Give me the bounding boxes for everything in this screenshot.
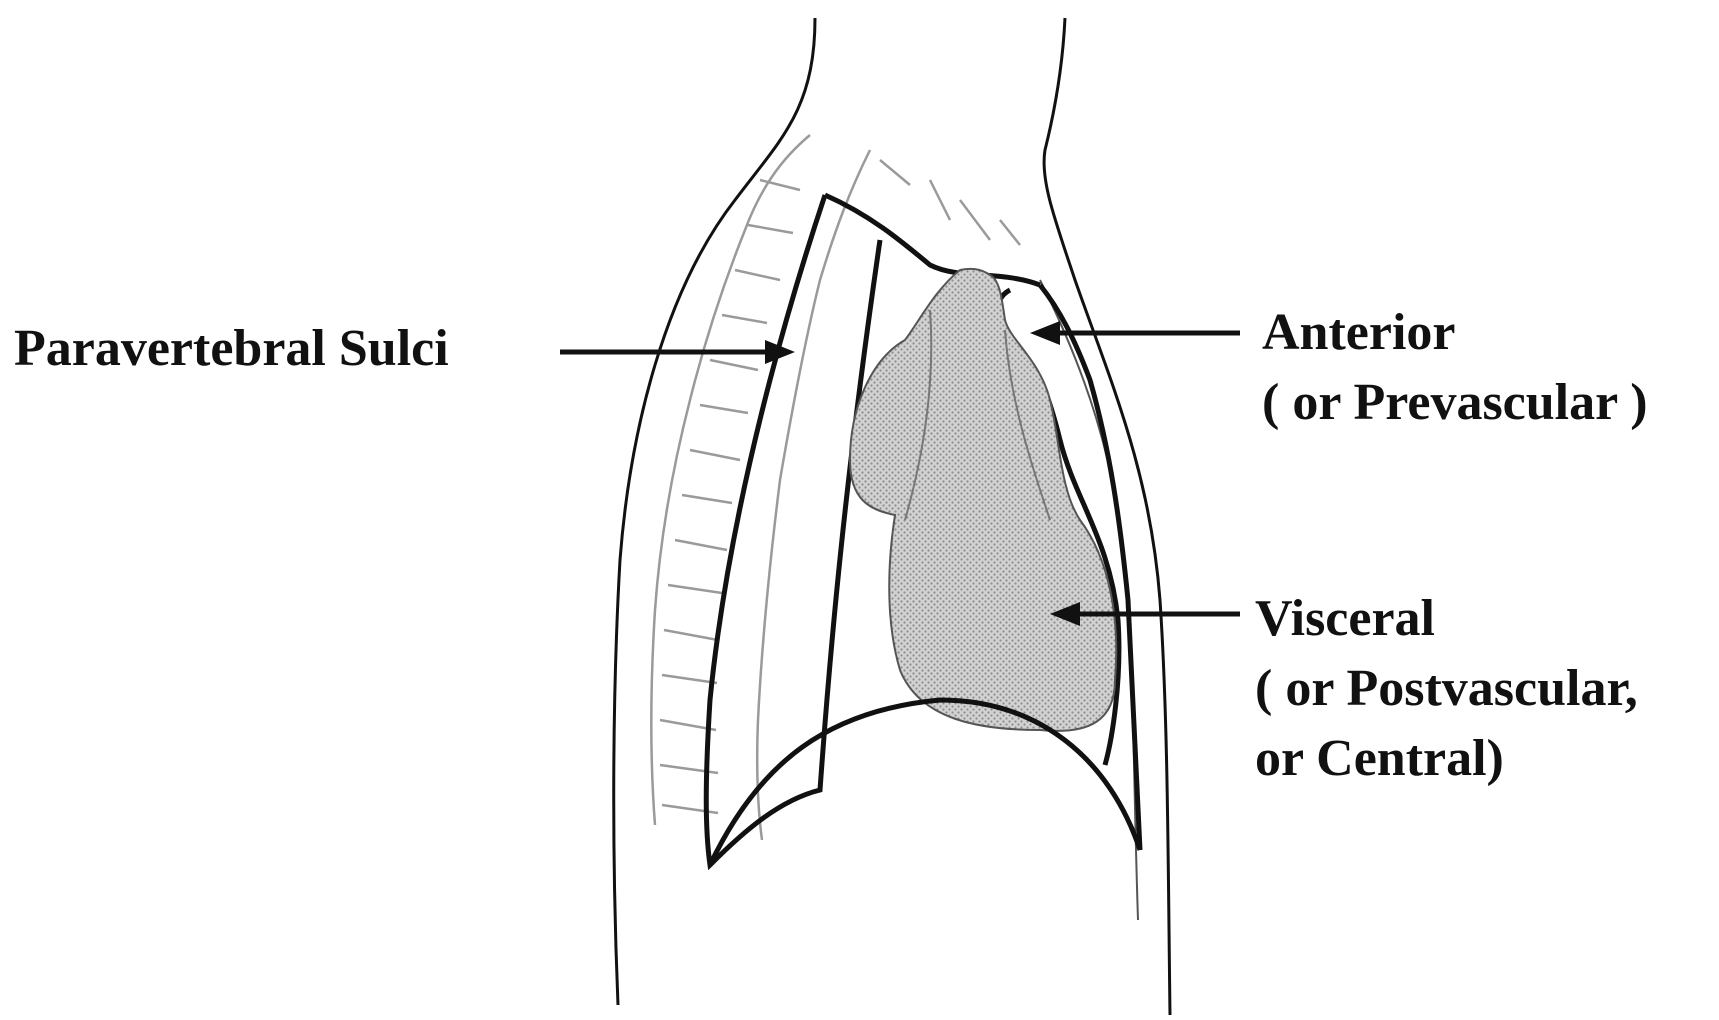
paravertebral-outline — [706, 195, 880, 865]
arrow-paravertebral — [560, 340, 795, 364]
heart-shape — [850, 269, 1116, 731]
label-anterior-line1: Anterior — [1262, 298, 1648, 368]
arrow-visceral — [1050, 602, 1240, 626]
thoracic-inlet-line — [825, 195, 1040, 285]
label-paravertebral-sulci: Paravertebral Sulci — [14, 314, 449, 384]
label-visceral: Visceral ( or Postvascular, or Central) — [1255, 584, 1638, 794]
label-anterior: Anterior ( or Prevascular ) — [1262, 298, 1648, 438]
label-visceral-line1: Visceral — [1255, 584, 1638, 654]
label-paravertebral-line1: Paravertebral Sulci — [14, 314, 449, 384]
label-visceral-line2: ( or Postvascular, — [1255, 654, 1638, 724]
label-anterior-line2: ( or Prevascular ) — [1262, 368, 1648, 438]
label-visceral-line3: or Central) — [1255, 724, 1638, 794]
